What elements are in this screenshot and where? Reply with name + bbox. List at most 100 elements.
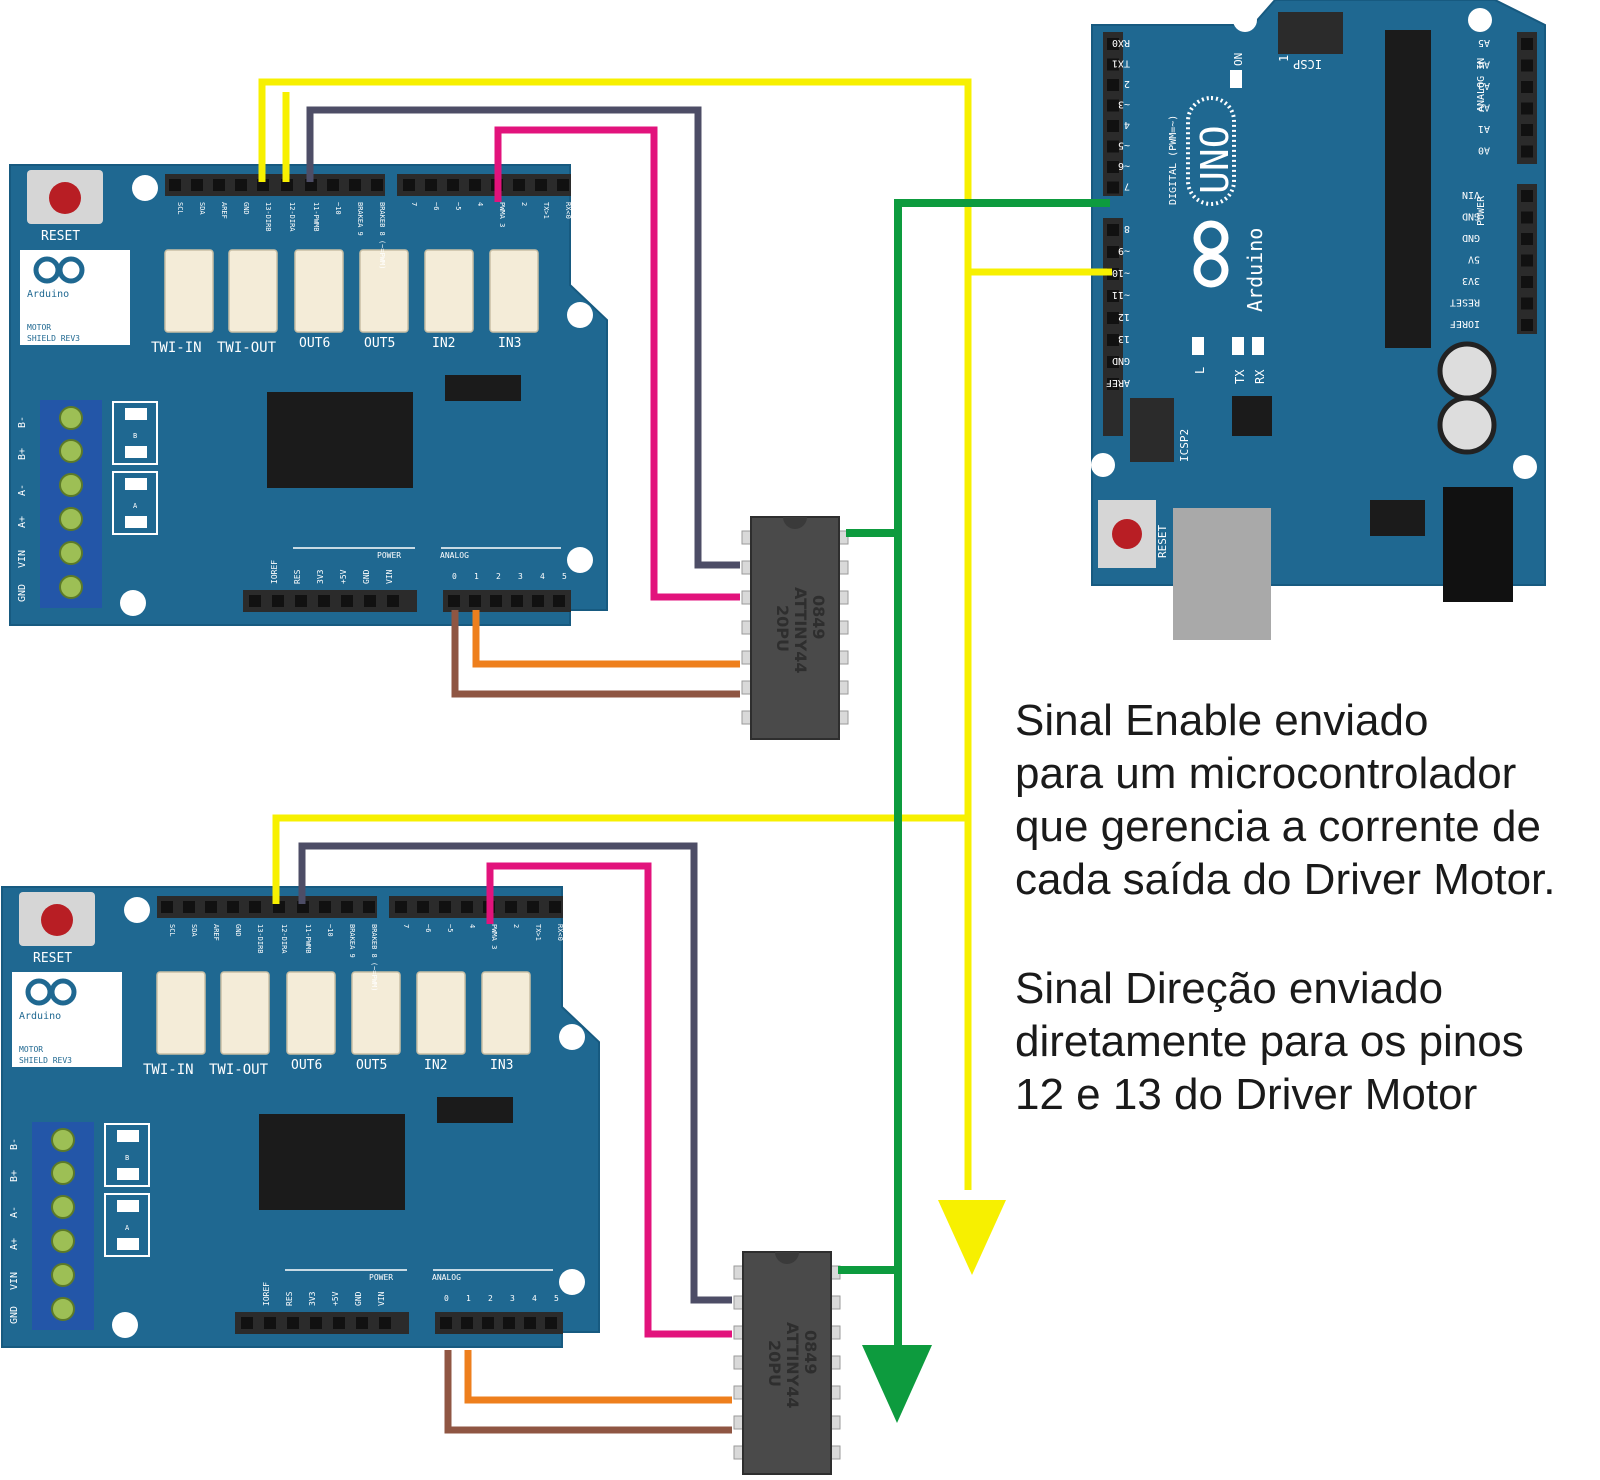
digital-pin-label: ~6	[424, 924, 432, 932]
digital-pin-label: SDA	[198, 202, 206, 215]
digital-pin-label: 2	[520, 202, 528, 206]
magenta-wire-pwma-top	[494, 126, 740, 601]
uno-analog-in-label: ANALOG IN	[1476, 58, 1487, 112]
uno-power-pin-label: IOREF	[1450, 318, 1480, 329]
digital-pin-label: RX<0	[556, 924, 564, 941]
uno-analog-pin-label: A5	[1478, 37, 1490, 48]
uno-reset-label: RESET	[1156, 525, 1169, 558]
connector-label-3: OUT5	[356, 1058, 387, 1073]
terminal-a-minus: A-	[17, 484, 28, 496]
yellow-arrowhead	[938, 1200, 1006, 1275]
connector-label-5: IN3	[490, 1058, 513, 1073]
uno-power-pin-label: RESET	[1450, 297, 1480, 308]
reset-label: RESET	[41, 229, 80, 244]
uno-on-label: ON	[1232, 53, 1245, 66]
connector-label-2: OUT6	[299, 336, 330, 351]
power-pin-label: 3V3	[308, 1291, 317, 1306]
terminal-a-plus: A+	[9, 1238, 20, 1250]
digital-pin-label: ~6	[432, 202, 440, 210]
power-pin-label: VIN	[377, 1291, 386, 1306]
analog-pin-label: 4	[532, 1294, 537, 1303]
analog-pin-label: 1	[466, 1294, 471, 1303]
uno-led-tx-label: TX	[1233, 369, 1247, 384]
terminal-vin: VIN	[17, 550, 28, 568]
uno-analog-pin-label: A2	[1478, 102, 1490, 113]
terminal-vin: VIN	[9, 1272, 20, 1290]
caption-enable-signal: Sinal Enable enviado para um microcontro…	[1015, 696, 1556, 904]
analog-pin-label: 4	[540, 572, 545, 581]
analog-header: ANALOG	[432, 1273, 461, 1282]
brown-wire-a0-top	[451, 610, 740, 698]
motor-shield-bottom: RESET Arduino MOTOR SHIELD REV3 TWI-IN T…	[2, 887, 599, 1347]
digital-pin-label: ~5	[454, 202, 462, 210]
gray-wire-pwmb-bottom	[298, 842, 732, 1304]
orange-wire-a1-top	[472, 610, 740, 668]
uno-digital-pin-label: ~11	[1112, 289, 1130, 300]
power-pin-label: 3V3	[316, 569, 325, 584]
digital-pin-label: 12-DIRA	[288, 202, 296, 232]
power-pin-label: GND	[362, 569, 371, 584]
digital-pin-label: 11-PWMB	[312, 202, 320, 232]
analog-pin-label: 1	[474, 572, 479, 581]
uno-digital-pin-label: ~9	[1118, 245, 1130, 256]
model-line1: MOTOR	[19, 1045, 43, 1054]
connector-label-3: OUT5	[364, 336, 395, 351]
model-line1: MOTOR	[27, 323, 51, 332]
digital-pin-label: PWMA 3	[498, 202, 506, 227]
uno-digital-pin-label: 12	[1118, 311, 1130, 322]
digital-pin-label: SCL	[168, 924, 176, 937]
uno-power-label: POWER	[1476, 195, 1487, 226]
analog-pin-label: 5	[562, 572, 567, 581]
terminal-b-plus: B+	[17, 448, 28, 460]
chip-line2: ATTINY44	[791, 587, 810, 674]
uno-analog-pin-label: A1	[1478, 123, 1490, 134]
digital-pin-label: GND	[242, 202, 250, 215]
digital-pin-label: 4	[476, 202, 484, 206]
magenta-wire-pwma-bottom	[486, 862, 732, 1338]
uno-digital-pin-label: AREF	[1106, 377, 1130, 388]
uno-led-l-label: L	[1193, 367, 1207, 374]
digital-pin-label: TX>1	[534, 924, 542, 941]
connector-label-5: IN3	[498, 336, 521, 351]
power-pin-label: RES	[285, 1291, 294, 1306]
analog-pin-label: 3	[510, 1294, 515, 1303]
uno-digital-pin-label: 4	[1124, 119, 1130, 130]
uno-icsp-pin-label: 1	[1277, 55, 1291, 62]
shield-bottom-text: RESET Arduino MOTOR SHIELD REV3 TWI-IN T…	[9, 951, 513, 1324]
uno-power-pin-label: 3V3	[1462, 275, 1480, 286]
model-line2: SHIELD REV3	[19, 1056, 72, 1065]
uno-icsp2-label: ICSP2	[1178, 429, 1191, 462]
uno-power-pin-label: 5V	[1468, 254, 1480, 265]
power-pin-label: GND	[354, 1291, 363, 1306]
digital-pin-label: SDA	[190, 924, 198, 937]
connector-label-0: TWI-IN	[143, 1062, 194, 1078]
analog-pin-label: 2	[488, 1294, 493, 1303]
attiny44-chip-bottom: 0849 ATTINY44 20PU	[733, 1251, 841, 1475]
uno-icsp-label: ICSP	[1293, 57, 1322, 71]
uno-digital-pin-label: RX0	[1112, 37, 1130, 48]
digital-pin-label: 7	[410, 202, 418, 206]
chip-line1: 0849	[809, 595, 828, 640]
terminal-gnd: GND	[9, 1306, 20, 1324]
power-pin-label: IOREF	[262, 1282, 271, 1306]
uno-digital-pin-label: 8	[1124, 223, 1130, 234]
brand-label: Arduino	[19, 1011, 61, 1022]
connector-label-0: TWI-IN	[151, 340, 202, 356]
connector-label-4: IN2	[432, 336, 455, 351]
power-pin-label: +5V	[331, 1291, 340, 1306]
uno-analog-pin-label: A4	[1478, 59, 1490, 70]
digital-pin-label: 4	[468, 924, 476, 928]
mark-a: A	[125, 1224, 130, 1232]
digital-pin-label: SCL	[176, 202, 184, 215]
uno-model-label: UNO	[1193, 125, 1237, 194]
connector-label-1: TWI-OUT	[209, 1062, 269, 1078]
digital-pin-label: BRAKEB 8 (~=PWM)	[370, 924, 378, 991]
model-line2: SHIELD REV3	[27, 334, 80, 343]
digital-pin-label: 13-DIRB	[264, 202, 272, 232]
motor-shield-top: RESET Arduino MOTOR SHIELD REV3 TWI-IN T…	[10, 165, 607, 625]
power-header: POWER	[377, 551, 401, 560]
terminal-b-plus: B+	[9, 1170, 20, 1182]
uno-digital-pin-label: 7	[1124, 181, 1130, 192]
digital-pin-label: BRAKEB 8 (~=PWM)	[378, 202, 386, 269]
digital-pin-label: TX>1	[542, 202, 550, 219]
